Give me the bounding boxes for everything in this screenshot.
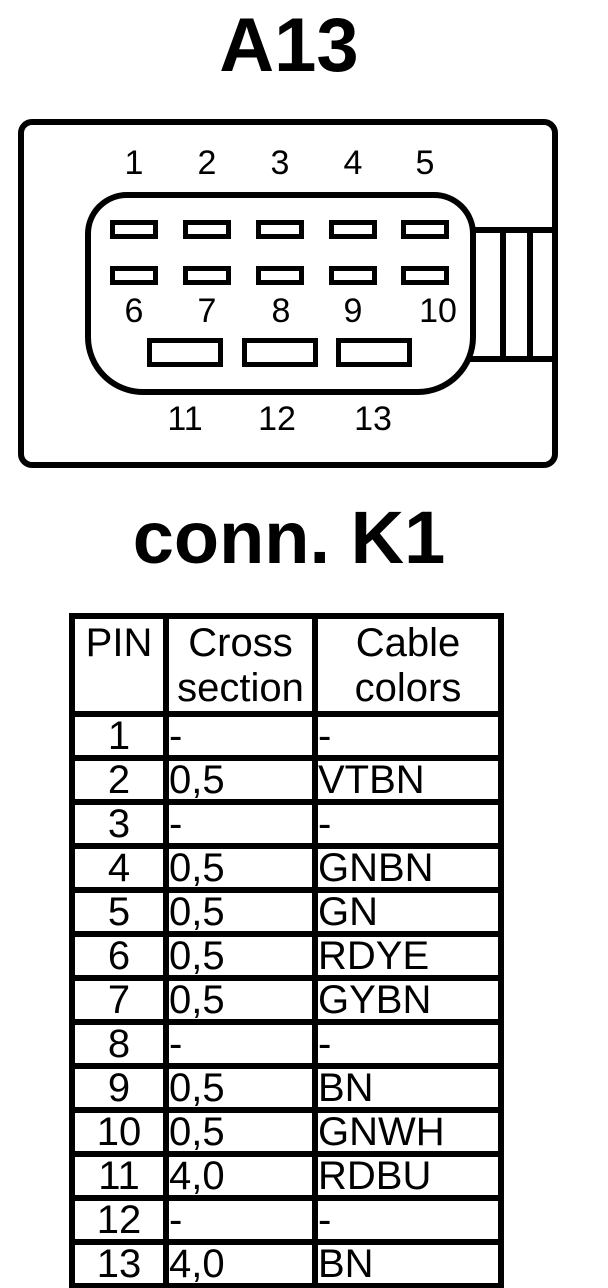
rib-divider [500, 233, 506, 356]
pin-slot-10 [401, 266, 449, 285]
cell-cable-color: - [312, 799, 504, 849]
pin-number-label: 5 [415, 144, 435, 182]
pin-number-label: 2 [197, 144, 217, 182]
table-row: 8 - - [69, 1019, 504, 1069]
pin-slot-7 [183, 266, 231, 285]
cell-cable-color: - [312, 711, 504, 761]
pin-slot-13 [336, 338, 412, 367]
pin-slot-1 [110, 220, 158, 239]
cell-cable-color: GNBN [312, 843, 504, 893]
table-row: 11 4,0 RDBU [69, 1151, 504, 1201]
table-row: 2 0,5 VTBN [69, 755, 504, 805]
pin-number-label: 12 [258, 400, 296, 438]
cell-cable-color: GN [312, 887, 504, 937]
connector-caption: conn. K1 [132, 496, 446, 579]
pin-slot-5 [401, 220, 449, 239]
strain-relief-ribs [470, 227, 553, 362]
cell-cable-color: GNWH [312, 1107, 504, 1157]
cell-pin: 3 [69, 799, 169, 849]
pin-slot-6 [110, 266, 158, 285]
table-row: 12 - - [69, 1195, 504, 1245]
cell-pin: 4 [69, 843, 169, 893]
column-header-cross-section: Cross section [163, 613, 318, 717]
pin-slot-12 [242, 338, 318, 367]
cell-cross-section: - [163, 799, 318, 849]
pin-slot-4 [329, 220, 377, 239]
cell-cable-color: BN [312, 1239, 504, 1288]
pin-slot-2 [183, 220, 231, 239]
cell-cross-section: 0,5 [163, 755, 318, 805]
cell-cross-section: 0,5 [163, 1107, 318, 1157]
pin-number-label: 6 [124, 292, 144, 330]
cell-pin: 10 [69, 1107, 169, 1157]
cell-cable-color: VTBN [312, 755, 504, 805]
cell-cross-section: - [163, 1019, 318, 1069]
cell-pin: 9 [69, 1063, 169, 1113]
cell-cable-color: - [312, 1195, 504, 1245]
pin-number-label: 4 [343, 144, 363, 182]
pin-number-label: 11 [167, 400, 203, 438]
pin-slot-3 [256, 220, 304, 239]
pin-number-label: 13 [354, 400, 392, 438]
cell-cross-section: 0,5 [163, 887, 318, 937]
pin-slot-9 [329, 266, 377, 285]
table-row: 13 4,0 BN [69, 1239, 504, 1288]
table-row: 4 0,5 GNBN [69, 843, 504, 893]
cell-pin: 8 [69, 1019, 169, 1069]
cell-cross-section: 4,0 [163, 1239, 318, 1288]
table-row: 6 0,5 RDYE [69, 931, 504, 981]
pin-number-label: 10 [419, 292, 457, 330]
cell-pin: 12 [69, 1195, 169, 1245]
table-row: 1 - - [69, 711, 504, 761]
cell-cross-section: 0,5 [163, 931, 318, 981]
cell-cross-section: - [163, 711, 318, 761]
connector-id-title: A13 [219, 3, 359, 88]
rib-divider [527, 233, 533, 356]
cell-pin: 1 [69, 711, 169, 761]
table-row: 7 0,5 GYBN [69, 975, 504, 1025]
cell-cross-section: - [163, 1195, 318, 1245]
cell-pin: 5 [69, 887, 169, 937]
pin-number-label: 1 [124, 144, 144, 182]
column-header-pin: PIN [69, 613, 169, 717]
cell-cable-color: RDYE [312, 931, 504, 981]
pinout-table: PIN Cross section Cable colors 1 - - 2 0… [69, 613, 504, 1288]
cell-pin: 7 [69, 975, 169, 1025]
pin-number-label: 8 [271, 292, 291, 330]
cell-cable-color: GYBN [312, 975, 504, 1025]
cell-cross-section: 0,5 [163, 1063, 318, 1113]
cell-cross-section: 0,5 [163, 843, 318, 893]
table-row: 9 0,5 BN [69, 1063, 504, 1113]
cell-pin: 13 [69, 1239, 169, 1288]
pin-number-label: 3 [270, 144, 290, 182]
cell-pin: 2 [69, 755, 169, 805]
cell-pin: 6 [69, 931, 169, 981]
cell-cross-section: 4,0 [163, 1151, 318, 1201]
pin-slot-11 [147, 338, 223, 367]
pin-number-label: 7 [197, 292, 217, 330]
cell-cable-color: - [312, 1019, 504, 1069]
pin-number-label: 9 [343, 292, 363, 330]
table-header-row: PIN Cross section Cable colors [69, 613, 504, 717]
table-row: 3 - - [69, 799, 504, 849]
cell-cross-section: 0,5 [163, 975, 318, 1025]
cell-cable-color: BN [312, 1063, 504, 1113]
pin-slot-8 [256, 266, 304, 285]
table-row: 10 0,5 GNWH [69, 1107, 504, 1157]
column-header-cable-colors: Cable colors [312, 613, 504, 717]
table-row: 5 0,5 GN [69, 887, 504, 937]
cell-cable-color: RDBU [312, 1151, 504, 1201]
cell-pin: 11 [69, 1151, 169, 1201]
